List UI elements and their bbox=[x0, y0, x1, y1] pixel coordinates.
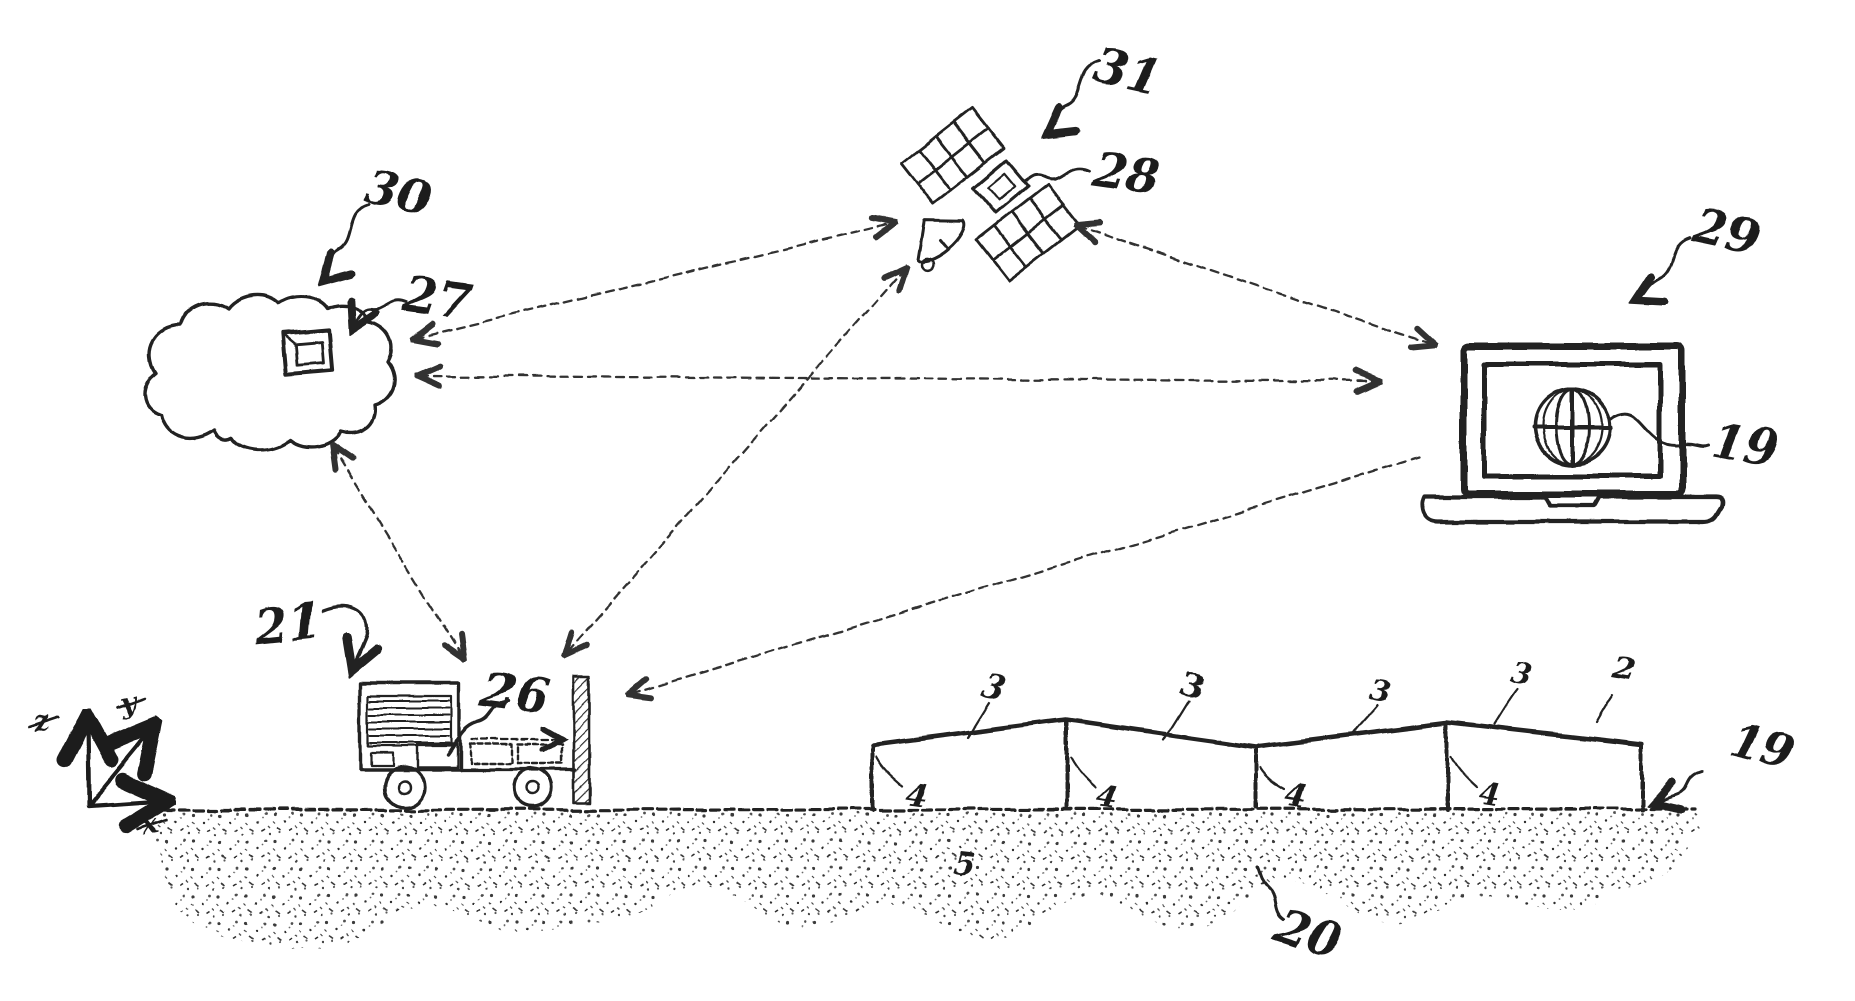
laptop-base bbox=[1419, 494, 1726, 525]
ref-21-leader bbox=[320, 606, 366, 670]
ref-4-leader bbox=[1258, 766, 1287, 792]
axis-horizontal bbox=[85, 801, 166, 806]
ref-4-label: 4 bbox=[1476, 775, 1502, 814]
laptop-screen bbox=[1481, 361, 1663, 479]
ref-30-leader bbox=[324, 203, 370, 280]
truck-step bbox=[369, 751, 395, 768]
ref-4-label: 4 bbox=[1094, 778, 1120, 817]
ref-4-leader bbox=[875, 755, 904, 787]
ref-5-label: 5 bbox=[950, 847, 975, 885]
ref-28-leader bbox=[1022, 166, 1090, 184]
ref-20-leader bbox=[1255, 865, 1284, 920]
ref-28-label: 28 bbox=[1088, 141, 1163, 206]
laptop-screen-frame bbox=[1460, 342, 1686, 498]
axis-y-strike bbox=[116, 696, 148, 710]
ground-texture bbox=[152, 810, 1702, 950]
solar-panel-right bbox=[975, 183, 1081, 283]
axis-diagonal bbox=[85, 726, 154, 809]
fence-rail bbox=[870, 717, 1645, 750]
cloud bbox=[141, 292, 397, 452]
axis-label-group: z y x bbox=[26, 685, 170, 843]
ref-26-leader bbox=[446, 700, 510, 757]
ref-3-leader bbox=[966, 700, 992, 740]
cloud-server-box bbox=[280, 327, 334, 376]
truck-grille-slats bbox=[369, 700, 451, 744]
coordinate-axes bbox=[87, 718, 166, 806]
ref-4-label: 4 bbox=[903, 776, 929, 815]
ref-2-leader bbox=[1593, 693, 1614, 725]
ref-20-label: 20 bbox=[1267, 897, 1349, 971]
reference-labels: 31 28 30 27 29 19 21 26 3 bbox=[251, 38, 1802, 971]
ref-19-laptop-label: 19 bbox=[1707, 412, 1783, 479]
link-satellite-laptop bbox=[1078, 226, 1433, 345]
link-cloud-vehicle bbox=[333, 447, 463, 658]
ref-29-label: 29 bbox=[1688, 197, 1766, 266]
axis-x-strike bbox=[136, 818, 170, 832]
laptop bbox=[1419, 342, 1726, 525]
ref-3-label: 3 bbox=[1508, 654, 1537, 694]
satellite-dish bbox=[916, 218, 967, 272]
wheel-rear-hub bbox=[525, 780, 541, 796]
ref-27-label: 27 bbox=[400, 266, 475, 331]
measurement-vehicle bbox=[358, 675, 592, 809]
ref-27-leader bbox=[352, 300, 410, 329]
ref-30-label: 30 bbox=[359, 159, 437, 229]
truck-door bbox=[415, 742, 459, 770]
ref-2-label: 2 bbox=[1609, 648, 1637, 687]
link-cloud-laptop bbox=[420, 376, 1377, 381]
wheel-rear bbox=[512, 767, 554, 809]
cloud-outline bbox=[141, 292, 397, 452]
link-laptop-mast bbox=[630, 456, 1420, 694]
fence bbox=[870, 717, 1645, 812]
ref-19-laptop-leader bbox=[1608, 412, 1710, 448]
link-cloud-satellite bbox=[415, 223, 893, 338]
ref-21-label: 21 bbox=[251, 593, 324, 656]
ref-3-label: 3 bbox=[1366, 672, 1395, 712]
link-satellite-mast bbox=[565, 268, 905, 655]
truck-grille bbox=[366, 694, 454, 748]
ref-3-label: 3 bbox=[980, 668, 1009, 708]
communication-links bbox=[333, 223, 1433, 694]
axis-z-strike bbox=[26, 714, 60, 728]
ref-19-fence-leader bbox=[1653, 770, 1704, 804]
ref-3-label: 3 bbox=[1178, 666, 1207, 706]
wheel-front bbox=[382, 765, 426, 809]
ref-3-leader bbox=[1161, 698, 1190, 742]
ref-4-leader bbox=[1449, 755, 1478, 789]
wheel-front-hub bbox=[396, 779, 412, 795]
truck-bed-crate bbox=[468, 742, 514, 766]
ref-31-label: 31 bbox=[1090, 38, 1167, 107]
satellite-body bbox=[972, 158, 1030, 216]
ref-4-leader bbox=[1068, 755, 1097, 789]
truck-cab bbox=[358, 681, 462, 772]
truck-bed-crate bbox=[516, 742, 564, 766]
antenna-mast bbox=[572, 675, 592, 804]
ref-19-fence-label: 19 bbox=[1723, 712, 1801, 782]
solar-panel-left bbox=[900, 106, 1006, 206]
ground-surface-line bbox=[150, 807, 1697, 812]
satellite bbox=[900, 106, 1081, 283]
ref-3-leader bbox=[1350, 704, 1378, 736]
globe-icon bbox=[1532, 388, 1612, 466]
ref-3-leader bbox=[1493, 688, 1520, 727]
ref-4-label: 4 bbox=[1284, 778, 1310, 817]
axis-vertical bbox=[87, 718, 88, 809]
ref-31-leader bbox=[1047, 60, 1102, 134]
ref-29-leader bbox=[1636, 236, 1692, 300]
ground-band bbox=[150, 807, 1702, 950]
